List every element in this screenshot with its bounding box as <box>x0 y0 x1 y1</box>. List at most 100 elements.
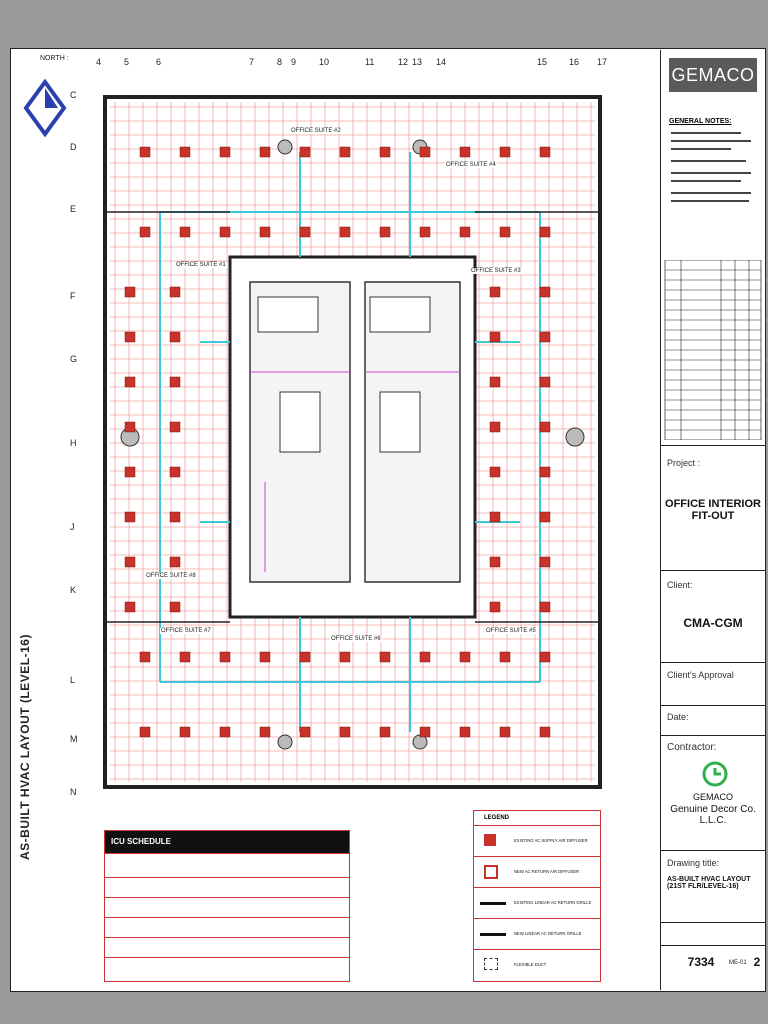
grid-column-label: 7 <box>249 57 255 67</box>
supply-diffuser <box>169 601 181 613</box>
north-arrow-icon <box>23 78 67 138</box>
supply-diffuser <box>139 226 151 238</box>
drawing-title: AS-BUILT HVAC LAYOUT (21ST FLR/LEVEL-16) <box>667 876 751 890</box>
grid-column-label: 17 <box>597 57 608 67</box>
grid-row-label: K <box>70 585 77 595</box>
grid-column-label: 13 <box>412 57 423 67</box>
grid-row-label: J <box>70 522 75 532</box>
supply-diffuser <box>259 651 271 663</box>
supply-diffuser <box>169 511 181 523</box>
contractor-short-name: GEMACO <box>692 792 733 802</box>
grid-row-label: G <box>70 354 78 364</box>
table-row <box>105 957 349 980</box>
supply-diffuser <box>169 421 181 433</box>
company-logo: GEMACO <box>669 58 757 92</box>
supply-diffuser <box>299 726 311 738</box>
supply-diffuser <box>499 726 511 738</box>
room-label: OFFICE SUITE #1 <box>175 262 227 268</box>
supply-diffuser <box>379 146 391 158</box>
supply-diffuser <box>339 651 351 663</box>
legend-item: EXISTING LINEAR AC RETURN GRILLE <box>474 887 600 919</box>
room-label: OFFICE SUITE #8 <box>145 573 197 579</box>
legend-title: LEGEND <box>484 815 510 821</box>
grid-column-label: 8 <box>277 57 283 67</box>
hvac-floor-plan <box>103 95 602 789</box>
grid-row-label: M <box>70 734 78 744</box>
supply-diffuser <box>539 651 551 663</box>
room-label: OFFICE SUITE #4 <box>445 162 497 168</box>
legend-item: NEW AC RETURN AIR DIFFUSER <box>474 856 600 888</box>
legend-item: FLEXIBLE DUCT <box>474 949 600 981</box>
contractor-full-name: Genuine Decor Co. L.L.C. <box>670 804 756 826</box>
supply-diffuser <box>539 466 551 478</box>
supply-diffuser <box>219 146 231 158</box>
grid-column-label: 16 <box>569 57 580 67</box>
client-label: Client: <box>667 580 693 590</box>
supply-diffuser <box>179 226 191 238</box>
legend: LEGEND EXISTING AC SUPPLY AIR DIFFUSER N… <box>473 810 601 982</box>
supply-diffuser <box>489 466 501 478</box>
supply-diffuser <box>539 726 551 738</box>
supply-diffuser <box>419 226 431 238</box>
linear-grille-icon <box>480 902 506 905</box>
general-notes-title: GENERAL NOTES: <box>669 118 732 125</box>
date-label: Date: <box>667 712 689 722</box>
project-name: OFFICE INTERIOR FIT-OUT <box>665 498 761 522</box>
supply-diffuser <box>539 511 551 523</box>
drawing-title-vertical: AS-BUILT HVAC LAYOUT (LEVEL-16) <box>18 634 32 860</box>
supply-diffuser <box>219 726 231 738</box>
supply-diffuser <box>379 726 391 738</box>
supply-diffuser <box>419 651 431 663</box>
sheet-code: ME-01 <box>729 960 747 966</box>
grid-row-label: E <box>70 204 77 214</box>
new-linear-grille-icon <box>480 933 506 936</box>
supply-diffuser <box>499 146 511 158</box>
grid-row-label: D <box>70 142 77 152</box>
grid-column-label: 12 <box>398 57 409 67</box>
supply-diffuser <box>459 651 471 663</box>
room-label: OFFICE SUITE #5 <box>485 628 537 634</box>
supply-diffuser <box>169 286 181 298</box>
legend-item: EXISTING AC SUPPLY AIR DIFFUSER <box>474 825 600 857</box>
supply-diffuser <box>499 226 511 238</box>
supply-diffuser <box>339 226 351 238</box>
supply-diffuser <box>299 146 311 158</box>
grid-row-label: L <box>70 675 76 685</box>
flexible-duct-icon <box>484 958 498 970</box>
supply-diffuser <box>299 651 311 663</box>
supply-diffuser <box>489 376 501 388</box>
supply-diffuser <box>419 146 431 158</box>
supply-diffuser <box>259 226 271 238</box>
supply-diffuser <box>124 286 136 298</box>
north-label: NORTH : <box>40 55 69 62</box>
grid-column-label: 10 <box>319 57 330 67</box>
supply-diffuser <box>539 286 551 298</box>
supply-diffuser <box>124 376 136 388</box>
supply-diffuser <box>124 601 136 613</box>
client-name: CMA-CGM <box>683 616 743 630</box>
supply-diffuser <box>499 651 511 663</box>
supply-diffuser <box>169 466 181 478</box>
grid-column-label: 6 <box>156 57 162 67</box>
supply-diffuser <box>539 376 551 388</box>
supply-diffuser <box>139 726 151 738</box>
supply-diffuser <box>299 226 311 238</box>
supply-diffuser <box>124 331 136 343</box>
supply-diffuser <box>539 556 551 568</box>
supply-diffuser <box>124 421 136 433</box>
icu-schedule-table: ICU SCHEDULE <box>104 830 350 982</box>
table-row <box>105 877 349 898</box>
supply-diffuser <box>169 556 181 568</box>
contractor-label: Contractor: <box>667 742 717 753</box>
supply-diffuser <box>489 556 501 568</box>
supply-diffuser <box>259 726 271 738</box>
supply-diffuser <box>539 421 551 433</box>
grid-row-label: C <box>70 90 77 100</box>
supply-diffuser <box>459 726 471 738</box>
supply-diffuser <box>379 651 391 663</box>
table-row <box>105 917 349 938</box>
supply-diffuser <box>339 146 351 158</box>
supply-diffuser <box>124 511 136 523</box>
grid-row-label: F <box>70 291 76 301</box>
table-row <box>105 853 349 878</box>
